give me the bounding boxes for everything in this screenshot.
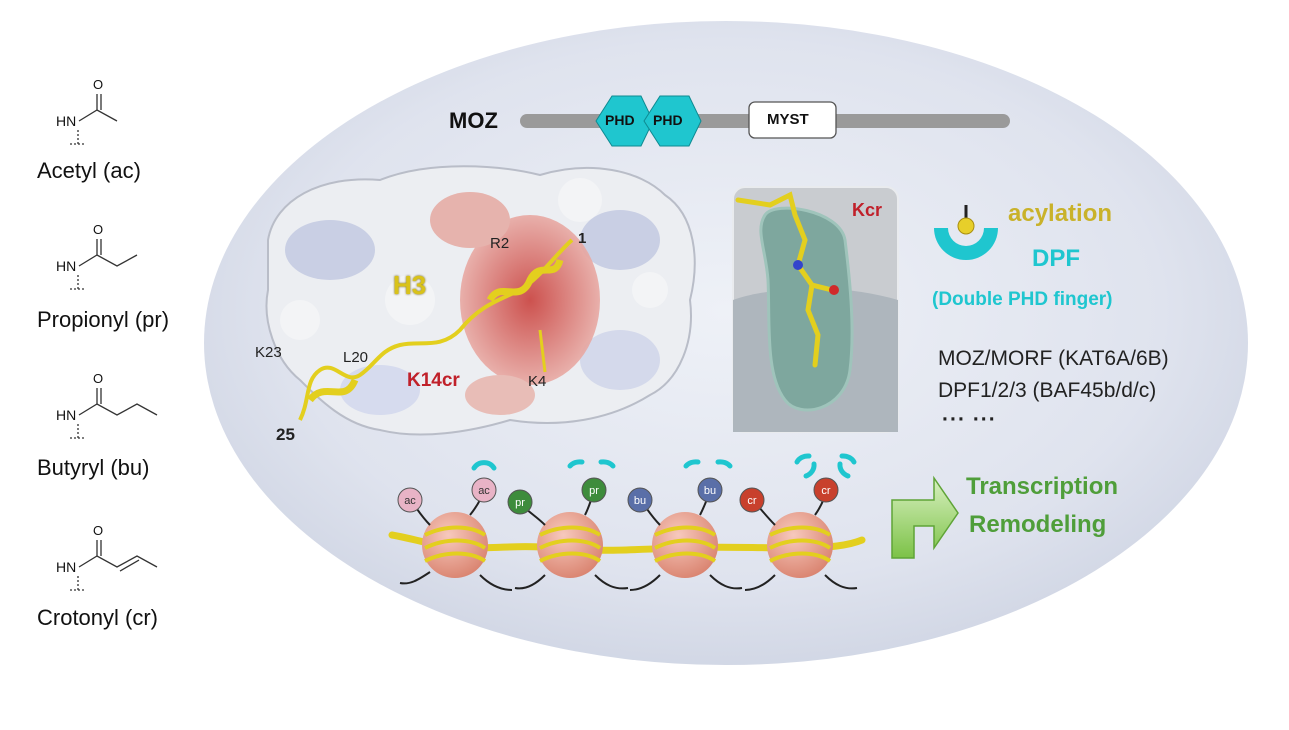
mark-bu-1 (627, 487, 653, 513)
mark-cr-1 (739, 487, 765, 513)
residue-k4: K4 (528, 373, 547, 390)
residue-k14cr: K14cr (407, 370, 460, 391)
phd-label-1: PHD (605, 112, 635, 128)
nucleosome-2 (537, 512, 603, 578)
family-line-2: DPF1/2/3 (BAF45b/d/c) (938, 379, 1157, 402)
crotonyl-o: O (93, 523, 104, 538)
mark-ac-1 (397, 487, 423, 513)
acylation-label: acylation (1008, 200, 1113, 227)
acetyl-structure (70, 94, 118, 145)
mark-label-4: pr (589, 485, 599, 497)
mark-label-6: bu (704, 485, 716, 497)
mark-label-1: ac (404, 495, 416, 507)
outcome-line-1: Transcription (966, 473, 1119, 500)
acyl-name-crotonyl: Crotonyl (cr) (37, 605, 159, 630)
family-line-1: MOZ/MORF (KAT6A/6B) (938, 347, 1169, 370)
h3-peptide (298, 238, 574, 421)
myst-label: MYST (767, 111, 809, 128)
outcome-arrow (891, 475, 959, 559)
mark-circles (397, 477, 839, 515)
family-line-3: ··· ··· (942, 408, 997, 431)
reader-caps (471, 453, 857, 479)
nucleosome-4 (767, 512, 833, 578)
mark-label-2: ac (478, 485, 490, 497)
acyl-name-acetyl: Acetyl (ac) (37, 158, 141, 183)
butyryl-o: O (93, 371, 104, 386)
protein-surface (265, 165, 696, 436)
crotonyl-structure (70, 540, 158, 591)
dpf-label: DPF (1032, 245, 1080, 272)
butyryl-structure (70, 388, 158, 439)
moz-label: MOZ (449, 108, 498, 133)
acetyl-o: O (93, 77, 104, 92)
mark-bu-2 (697, 477, 723, 503)
acyl-name-propionyl: Propionyl (pr) (37, 307, 170, 332)
mark-pr-1 (507, 489, 533, 515)
acetyl-hn: HN (56, 113, 77, 129)
acyl-name-butyryl: Butyryl (bu) (37, 455, 150, 480)
crotonyl-hn: HN (56, 559, 77, 575)
propionyl-structure (70, 239, 138, 290)
mark-ac-2 (471, 477, 497, 503)
residue-l20: L20 (343, 349, 369, 366)
residue-25: 25 (276, 425, 295, 444)
propionyl-o: O (93, 222, 104, 237)
h3-label: H3 (393, 270, 427, 300)
residue-r2: R2 (490, 235, 510, 252)
mark-label-5: bu (634, 495, 646, 507)
mark-labels: ac ac pr pr bu bu cr cr (404, 485, 831, 509)
mark-pr-2 (581, 477, 607, 503)
reader-glyph (934, 205, 998, 260)
mark-label-7: cr (747, 495, 757, 507)
nucleosome-3 (652, 512, 718, 578)
pocket-kcr-label: Kcr (852, 200, 883, 220)
mark-label-8: cr (821, 485, 831, 497)
residue-1: 1 (578, 230, 587, 247)
dpf-full-label: (Double PHD finger) (932, 289, 1113, 310)
nucleosome-1 (422, 512, 488, 578)
pocket-inset (732, 186, 899, 433)
mark-label-3: pr (515, 497, 525, 509)
phd-domain-2 (643, 95, 702, 147)
myst-domain (748, 101, 837, 139)
outcome-line-2: Remodeling (969, 511, 1107, 538)
propionyl-hn: HN (56, 258, 77, 274)
butyryl-hn: HN (56, 407, 77, 423)
mark-cr-2 (813, 477, 839, 503)
residue-k23: K23 (255, 344, 282, 361)
phd-label-2: PHD (653, 112, 683, 128)
